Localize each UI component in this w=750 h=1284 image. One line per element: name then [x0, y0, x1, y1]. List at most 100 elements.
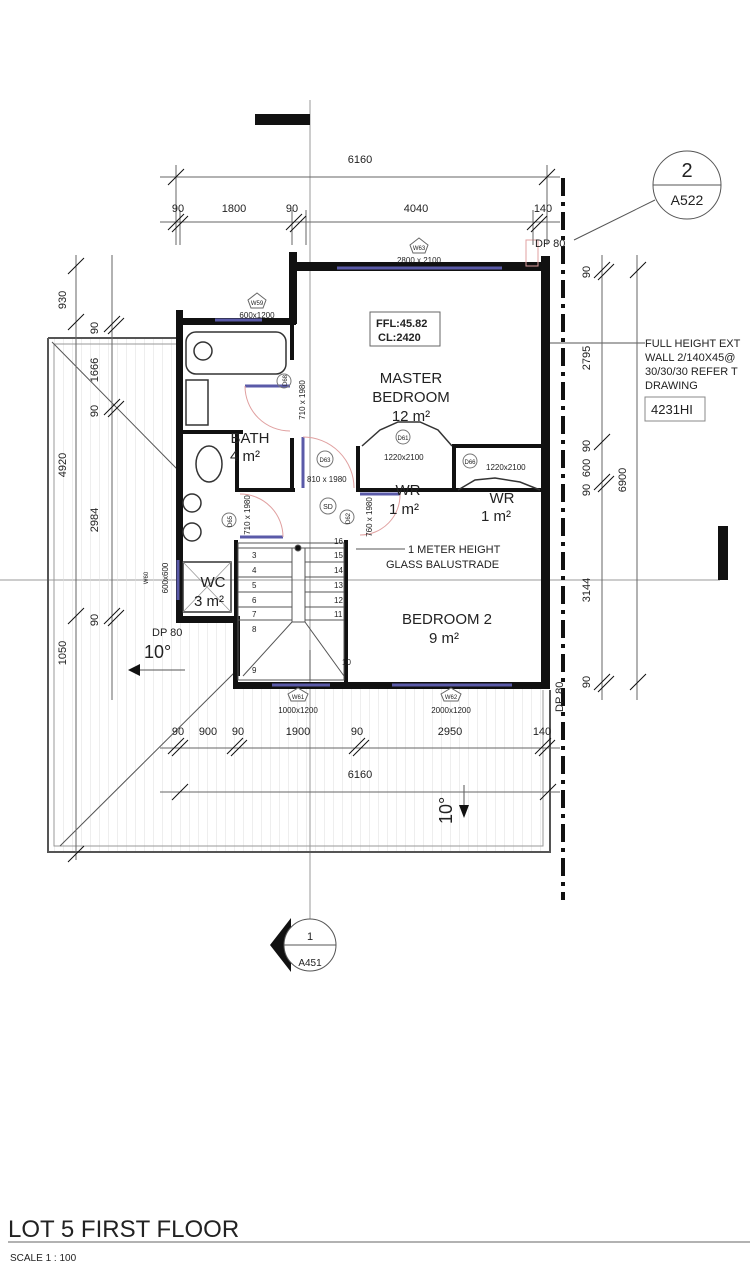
- svg-text:90: 90: [232, 726, 244, 738]
- grid-marker-bar: [255, 114, 310, 125]
- room-wr-2: WR: [490, 490, 515, 507]
- svg-text:A522: A522: [671, 192, 704, 208]
- svg-text:WALL 2/140X45@: WALL 2/140X45@: [645, 352, 735, 364]
- fixtures: [182, 331, 287, 613]
- svg-text:CL:2420: CL:2420: [378, 332, 421, 344]
- svg-text:90: 90: [581, 676, 593, 688]
- svg-text:4040: 4040: [404, 203, 428, 215]
- dimensions-top: 6160 90 1800 90 4040 140: [160, 154, 560, 245]
- svg-text:2800 x 2100: 2800 x 2100: [397, 256, 442, 265]
- svg-text:1220x2100: 1220x2100: [486, 463, 526, 472]
- roof-area: [47, 337, 551, 853]
- room-labels: MASTER BEDROOM 12 m² BATH 4 m² WR 1 m² W…: [194, 370, 515, 647]
- svg-text:2: 2: [681, 160, 692, 182]
- svg-text:12 m²: 12 m²: [392, 408, 430, 425]
- svg-text:1666: 1666: [89, 358, 101, 382]
- svg-text:D68: D68: [283, 374, 289, 386]
- svg-text:6160: 6160: [348, 769, 372, 781]
- svg-text:D66: D66: [464, 460, 476, 466]
- svg-text:710 x 1980: 710 x 1980: [243, 495, 252, 535]
- svg-text:2984: 2984: [89, 508, 101, 532]
- svg-text:1 METER HEIGHT: 1 METER HEIGHT: [408, 544, 501, 556]
- svg-text:6160: 6160: [348, 154, 372, 166]
- svg-text:DP 80: DP 80: [554, 682, 566, 712]
- svg-text:W59: W59: [251, 301, 264, 307]
- svg-text:10: 10: [342, 658, 351, 667]
- svg-text:900: 900: [199, 726, 217, 738]
- wall-type-tag: 4231HI: [651, 402, 693, 417]
- svg-text:90: 90: [581, 266, 593, 278]
- svg-text:2950: 2950: [438, 726, 462, 738]
- svg-text:90: 90: [581, 484, 593, 496]
- dimensions-bottom: 90 900 90 1900 90 2950 140 6160: [160, 726, 560, 801]
- svg-text:D63: D63: [319, 458, 331, 464]
- doors: [239, 384, 541, 539]
- svg-text:10°: 10°: [144, 642, 171, 662]
- svg-text:1000x1200: 1000x1200: [278, 706, 318, 715]
- svg-text:90: 90: [89, 614, 101, 626]
- room-master-bedroom: MASTER: [380, 370, 443, 387]
- svg-text:14: 14: [334, 566, 343, 575]
- svg-text:3: 3: [252, 551, 257, 560]
- svg-text:3144: 3144: [581, 578, 593, 602]
- svg-text:1900: 1900: [286, 726, 310, 738]
- svg-text:FFL:45.82: FFL:45.82: [376, 318, 427, 330]
- room-bath: BATH: [231, 430, 270, 447]
- svg-text:13: 13: [334, 581, 343, 590]
- svg-text:4 m²: 4 m²: [230, 448, 260, 465]
- section-marker-a522[interactable]: 2 A522: [573, 150, 722, 241]
- svg-text:2000x1200: 2000x1200: [431, 706, 471, 715]
- room-wc: WC: [201, 574, 226, 591]
- svg-text:6900: 6900: [617, 468, 629, 492]
- section-marker-a451[interactable]: 1 A451: [270, 918, 337, 972]
- drawing-title: LOT 5 FIRST FLOOR: [8, 1216, 239, 1243]
- svg-text:W60: W60: [144, 571, 150, 584]
- svg-text:A451: A451: [298, 958, 322, 969]
- svg-text:2795: 2795: [581, 346, 593, 370]
- svg-text:D65: D65: [228, 515, 234, 527]
- svg-text:710 x 1980: 710 x 1980: [298, 380, 307, 420]
- notes: 1 METER HEIGHT GLASS BALUSTRADE FULL HEI…: [356, 338, 741, 571]
- svg-text:600x1200: 600x1200: [239, 311, 275, 320]
- stairs: [237, 542, 345, 681]
- room-bedroom-2: BEDROOM 2: [402, 611, 492, 628]
- svg-text:1050: 1050: [57, 641, 69, 665]
- svg-text:GLASS BALUSTRADE: GLASS BALUSTRADE: [386, 559, 499, 571]
- svg-text:90: 90: [172, 726, 184, 738]
- svg-text:1: 1: [307, 931, 313, 943]
- level-tag: FFL:45.82 CL:2420: [369, 311, 441, 347]
- svg-text:1220x2100: 1220x2100: [384, 453, 424, 462]
- svg-text:3 m²: 3 m²: [194, 593, 224, 610]
- svg-text:FULL HEIGHT EXT: FULL HEIGHT EXT: [645, 338, 741, 350]
- dimensions-right: 90 2795 90 600 90 3144 90 6900: [581, 255, 647, 700]
- svg-text:1800: 1800: [222, 203, 246, 215]
- svg-text:9: 9: [252, 666, 257, 675]
- stair-numbers: 3 4 5 6 7 8 9 10 11 12 13 14 15 16: [252, 537, 351, 675]
- door-tags: D68 710 x 1980 D63 810 x 1980 D61 1220x2…: [221, 373, 526, 537]
- svg-text:600: 600: [581, 459, 593, 477]
- svg-text:760 x 1980: 760 x 1980: [365, 497, 374, 537]
- svg-text:30/30/30 REFER T: 30/30/30 REFER T: [645, 366, 738, 378]
- svg-text:90: 90: [286, 203, 298, 215]
- smoke-detector: SD: [323, 504, 333, 511]
- window-tags: W63 2800 x 2100 W59 600x1200 W60 600x600…: [144, 237, 471, 715]
- svg-text:9 m²: 9 m²: [429, 630, 459, 647]
- svg-text:1 m²: 1 m²: [389, 501, 419, 518]
- roof-notes: DP 80 DP 80 DP 80 10° 10°: [128, 238, 566, 824]
- svg-text:1 m²: 1 m²: [481, 508, 511, 525]
- svg-text:W63: W63: [413, 246, 426, 252]
- svg-text:90: 90: [89, 322, 101, 334]
- svg-text:W61: W61: [292, 695, 305, 701]
- svg-text:90: 90: [89, 405, 101, 417]
- svg-text:90: 90: [581, 440, 593, 452]
- svg-text:810 x 1980: 810 x 1980: [307, 475, 347, 484]
- svg-text:DRAWING: DRAWING: [645, 380, 698, 392]
- svg-text:W62: W62: [445, 695, 458, 701]
- svg-text:15: 15: [334, 551, 343, 560]
- svg-text:10°: 10°: [436, 797, 456, 824]
- svg-text:140: 140: [533, 726, 551, 738]
- svg-text:90: 90: [351, 726, 363, 738]
- windows: [176, 266, 512, 687]
- svg-text:6: 6: [252, 596, 257, 605]
